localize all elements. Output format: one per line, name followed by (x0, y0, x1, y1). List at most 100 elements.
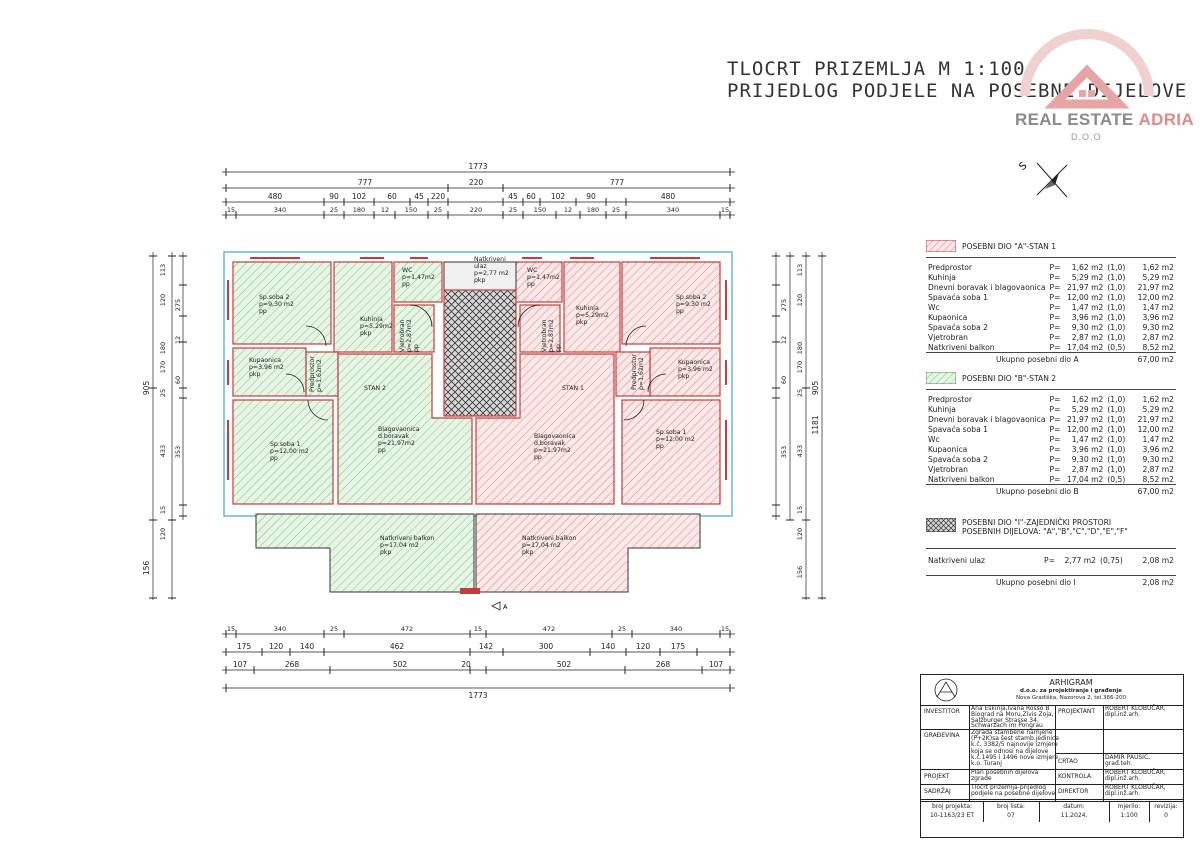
legend-cell-value: 9,30 m2 (1142, 454, 1174, 464)
legend-cell-name: Predprostor (928, 262, 973, 272)
room-entrance (443, 261, 517, 291)
logo-brand-part1: REAL ESTATE (1015, 110, 1139, 129)
legend-cell-coef: (1,0) (1107, 454, 1126, 464)
dim-left-inner2: 12 (174, 336, 182, 344)
dim-bottom-row2: 140 (601, 642, 616, 651)
legend-cell-area: 21,97 m2 (1066, 414, 1104, 424)
legend-cell-value: 2,87 m2 (1142, 332, 1174, 342)
legend-cell-p: P= (1049, 322, 1061, 332)
tb-broj-projekta-label: broj projekta: (931, 803, 973, 810)
tb-projekt-line: Plan posebnih dijelova (971, 769, 1039, 776)
legend-a-total-value: 67,00 m2 (1137, 355, 1174, 364)
dim-top-row3: 102 (352, 192, 367, 201)
room-label-line: p=12,00 m2 (270, 448, 309, 455)
room-label-line: pp (534, 454, 542, 461)
dim-bottom-row1: 340 (274, 625, 286, 633)
legend-cell-p: P= (1049, 292, 1061, 302)
legend-cell-value: 12,00 m2 (1137, 424, 1174, 434)
room-label-line: ulaz (474, 263, 487, 270)
dim-bottom-row2: 140 (300, 642, 315, 651)
room-label-line: p=1,62m2 (316, 359, 323, 392)
room-label-line: Vjetrobran (541, 319, 548, 352)
legend-i-swatch (926, 518, 956, 532)
room-right-kitchen (563, 261, 621, 353)
legend-cell-name: Predprostor (928, 394, 973, 404)
legend-cell-coef: (1,0) (1107, 394, 1126, 404)
title-block-header: ARHIGRAM d.o.o. za projektiranje i građe… (921, 675, 1183, 706)
legend-i-table: Natkriveni ulaz P= 2,77 m2 (0,75) 2,08 m… (926, 555, 1176, 565)
tb-label-col2 (1055, 705, 1104, 821)
room-label-line: p=3,96 m2 (678, 366, 713, 373)
dim-top-row4: 340 (667, 206, 679, 214)
tb-crtao-line: građ.teh. (1105, 760, 1133, 767)
tb-broj-projekta-value: 10-1163/23 ET (929, 812, 975, 819)
door-swings (285, 304, 667, 421)
legend-cell-coef: (1,0) (1107, 312, 1126, 322)
room-label-line: Kupaonica (249, 357, 281, 364)
dim-left-inner2: 60 (174, 376, 182, 384)
tb-investitor-line: Ana Eškinja,Ivana Rosso B (971, 705, 1050, 712)
room-left-predprostor (305, 351, 339, 397)
room-label-line: p=2,77 m2 (474, 270, 509, 277)
legend-cell-area: 17,04 m2 (1066, 342, 1104, 352)
legend-b-total-label: Ukupno posebni dio B (996, 487, 1079, 496)
room-label-line: p=21,97m2 (378, 440, 415, 447)
dim-top-row4: 180 (587, 206, 599, 214)
room-right-vjetrobran (519, 304, 561, 353)
tb-broj-projekta: broj projekta: 10-1163/23 ET (921, 802, 984, 822)
legend-cell-p: P= (1049, 404, 1061, 414)
tb-direktor-value: ROBERT KLOBUČAR,dipl.inž.arh. (1105, 785, 1166, 797)
legend-cell-coef: (1,0) (1107, 444, 1126, 454)
legend-cell-name: Dnevni boravak i blagovaonica (928, 282, 1046, 292)
room-label-line: Vjetrobran (399, 319, 406, 352)
legend-cell-coef: (1,0) (1107, 434, 1126, 444)
room-left-bedroom2 (232, 261, 332, 345)
dim-top-row4: 25 (434, 206, 442, 214)
dim-top-row2: 777 (358, 178, 373, 187)
tb-revizija: revizija:0 (1149, 802, 1183, 822)
legend-cell-p: P= (1049, 312, 1061, 322)
room-label-line: p=2,87m2 (406, 319, 413, 352)
room-label-line: p=1,62m2 (638, 357, 645, 390)
legend-cell-p: P= (1049, 464, 1061, 474)
tb-direktor-line: ROBERT KLOBUČAR, (1105, 784, 1166, 791)
room-label-line: p=9,30 m2 (259, 301, 294, 308)
dim-top-row3: 102 (551, 192, 566, 201)
dim-bottom-row1: 340 (670, 625, 682, 633)
dim-left-inner: 15 (159, 506, 167, 514)
dim-bottom-row1: 15 (721, 625, 729, 633)
dim-bottom-row1: 472 (543, 625, 555, 633)
dim-top-row3: 220 (431, 192, 446, 201)
tb-projekt-label: PROJEKT (924, 773, 950, 780)
dim-top-row4: 12 (381, 206, 389, 214)
legend-i-total-label: Ukupno posebni dio I (996, 578, 1076, 587)
dim-bottom-total: 1773 (468, 691, 487, 700)
unit-stan2 (232, 261, 475, 593)
legend-b-total-value: 67,00 m2 (1137, 487, 1174, 496)
compass-label: S (1017, 160, 1029, 173)
dim-left-inner: 120 (159, 528, 167, 540)
dim-top-row3: 60 (526, 192, 536, 201)
room-label-line: p=1,47m2 (402, 274, 435, 281)
tb-footer: broj projekta:10-1163/23 ET broj lista:0… (921, 801, 1183, 822)
dim-bottom-row2: 175 (237, 642, 252, 651)
room-label-line: p=12,00 m2 (656, 436, 695, 443)
legend-cell-coef: (1,0) (1107, 404, 1126, 414)
dim-top-row2: 777 (610, 178, 625, 187)
tb-broj-lista-value: 07 (1007, 812, 1015, 819)
legend-i-cell-coef: (0,75) (1100, 555, 1123, 565)
room-label-left-stan: STAN 2 (364, 385, 386, 392)
tb-sadrzaj-line: Tlocrt prizemlja-prijedlog (971, 784, 1047, 791)
